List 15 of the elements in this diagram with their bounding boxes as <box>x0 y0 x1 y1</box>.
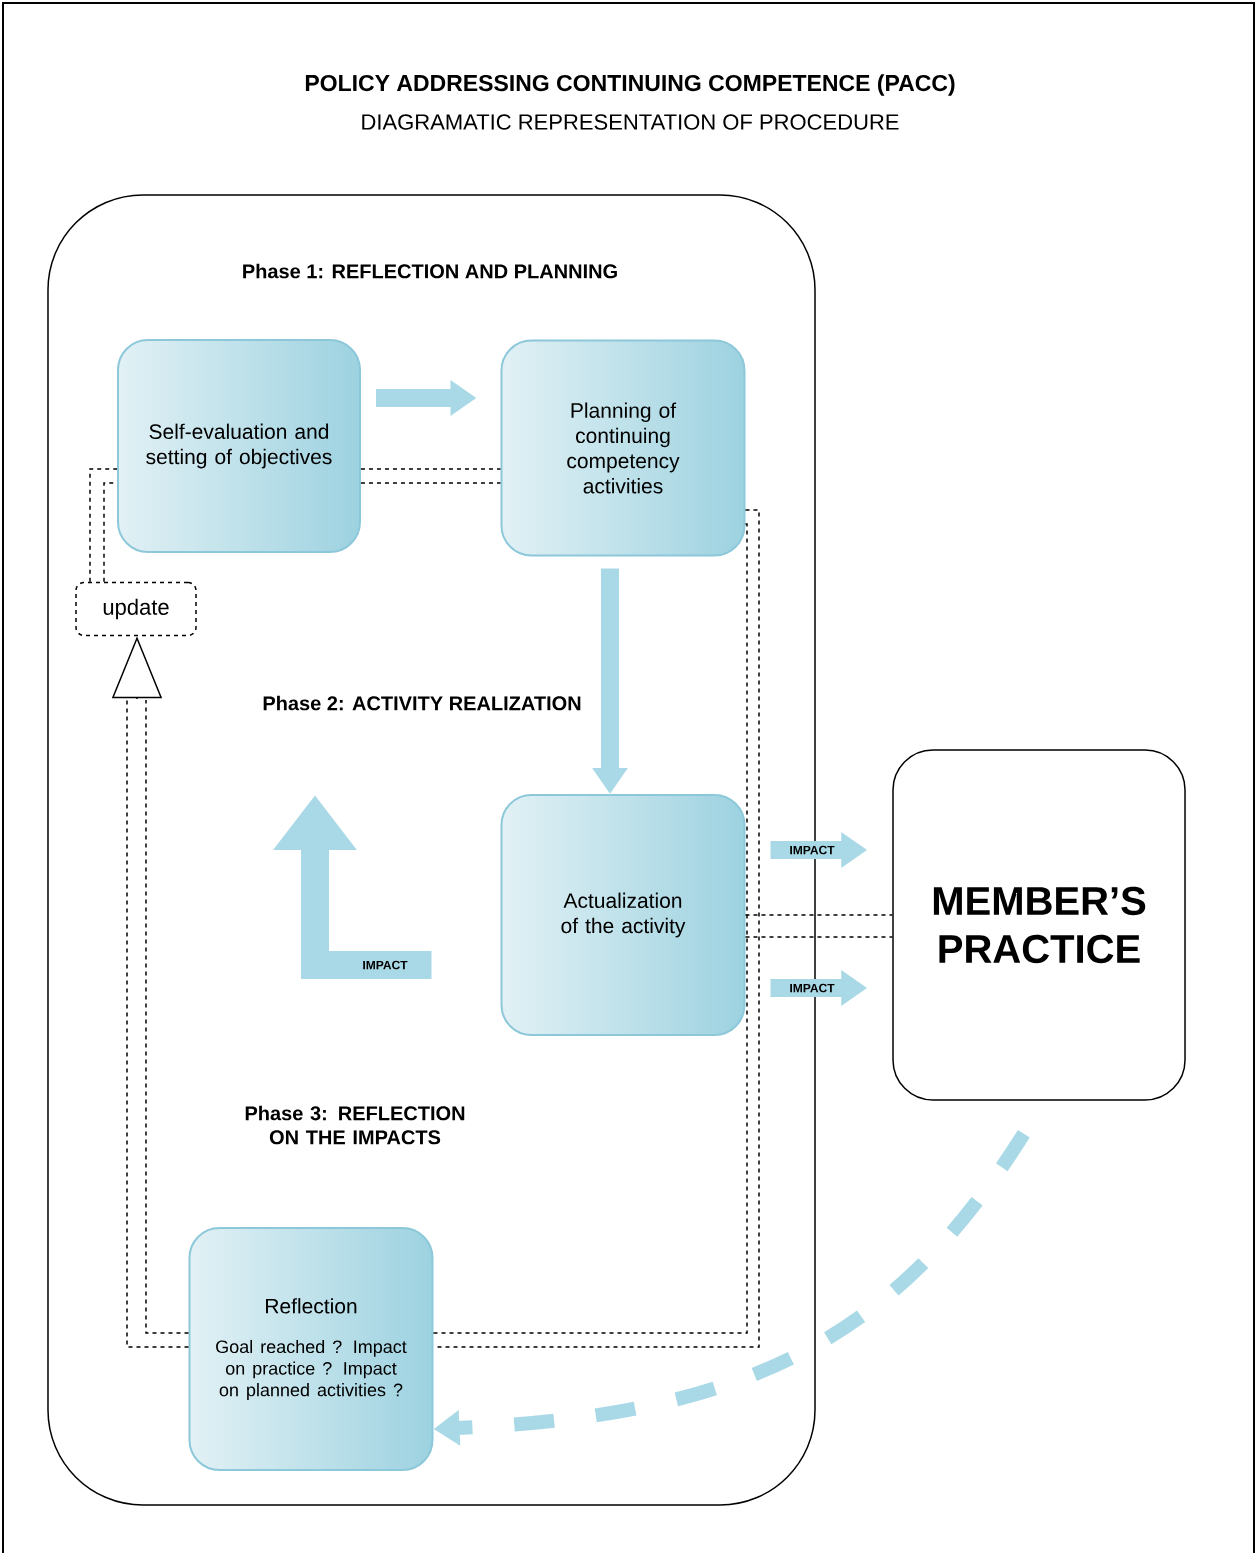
process-box: Actualization of the activity <box>500 794 746 1036</box>
practice-box: MEMBER’S PRACTICE <box>892 749 1186 1101</box>
process-box: Self-evaluation and setting of objectives <box>117 339 361 553</box>
process-box: Reflection Goal reached ? Impact on practice ? Impact on planned activities ? <box>188 1227 434 1471</box>
dashed-connector <box>744 914 893 938</box>
process-box: Planning of continuing competency activities <box>500 339 746 557</box>
phase-heading: Phase 3: REFLECTION ON THE IMPACTS <box>245 1105 465 1145</box>
phase-heading: Phase 1: REFLECTION AND PLANNING <box>243 263 617 279</box>
subtitle: DIAGRAMATIC REPRESENTATION OF PROCEDURE <box>362 114 899 130</box>
dashed-connector <box>360 468 502 484</box>
title: POLICY ADDRESSING CONTINUING COMPETENCE (PACC) <box>305 74 955 96</box>
dashed-connector <box>432 509 760 1348</box>
phase-heading: Phase 2: ACTIVITY REALIZATION <box>263 695 581 711</box>
update-box: update <box>75 581 197 637</box>
dashed-connector <box>89 468 118 583</box>
